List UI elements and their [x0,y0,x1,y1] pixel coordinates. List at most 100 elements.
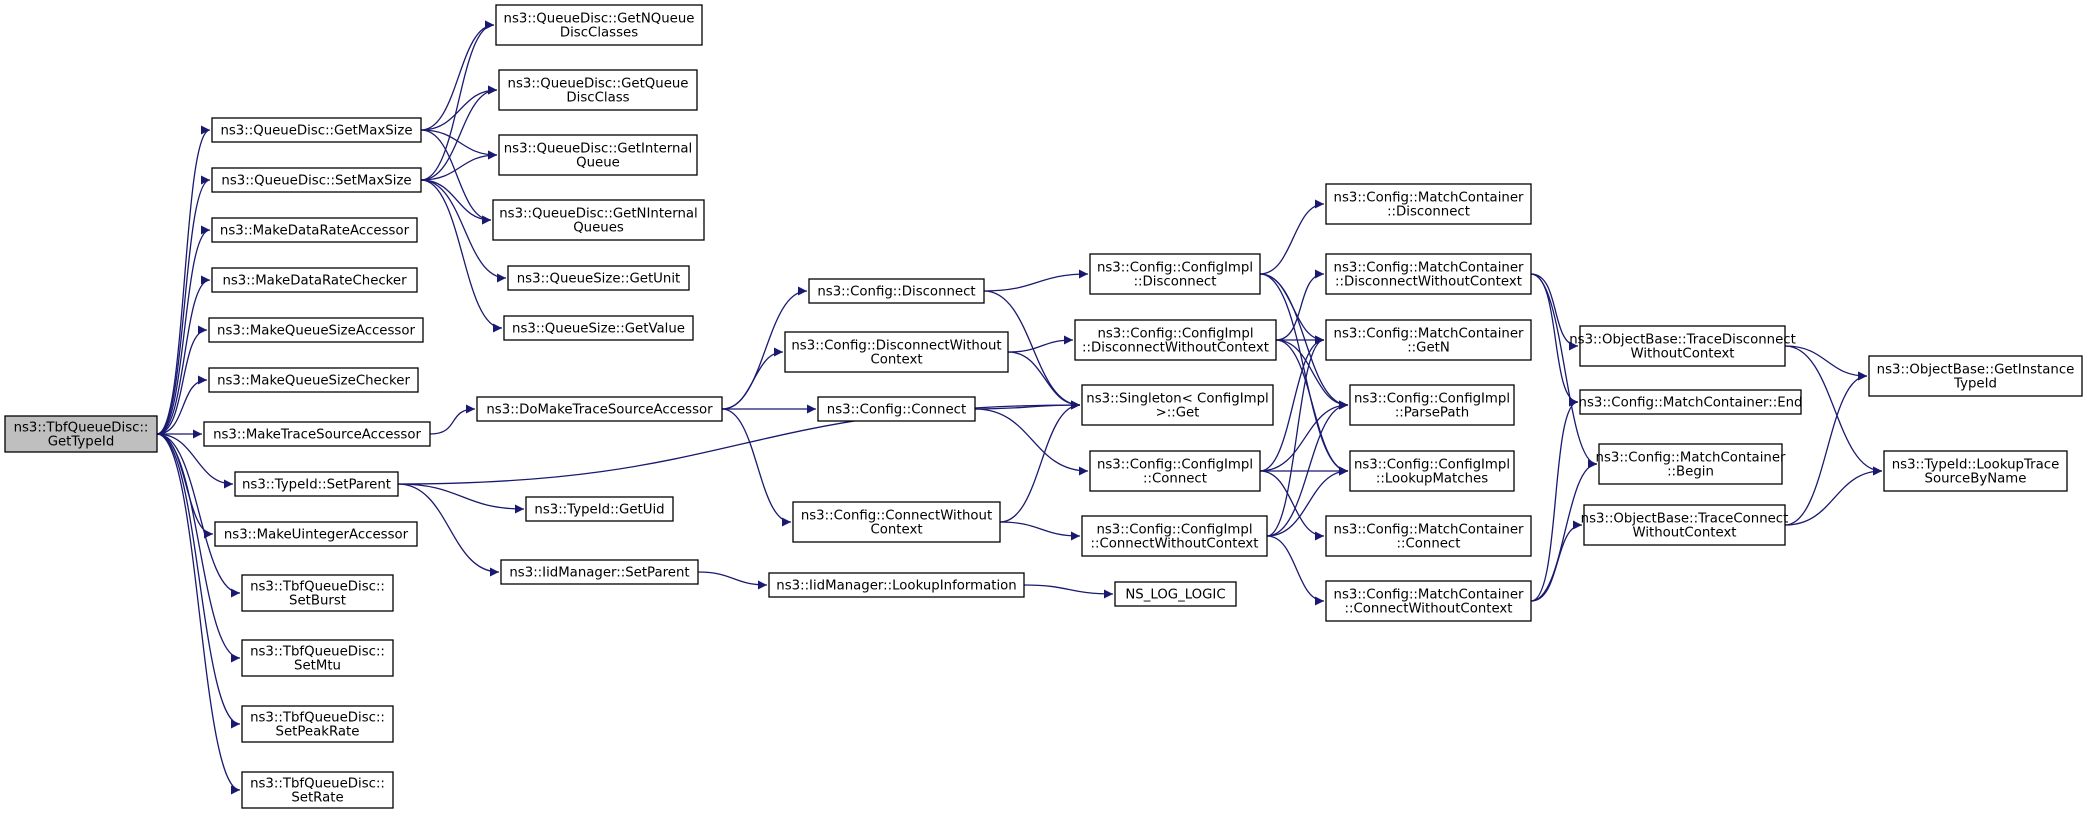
node-label: ns3::Config::ConnectWithout [801,509,992,524]
edge-cfg-disconnect-to-ci-disconnect [983,269,1089,292]
node-label: Queues [573,221,624,236]
edge-qd-getmaxsize-to-qd-getiq [420,129,498,160]
node-label: ::ConnectWithoutContext [1091,537,1259,552]
node-label: ns3::TbfQueueDisc:: [14,421,149,436]
node-tbf-setrate[interactable]: ns3::TbfQueueDisc::SetRate [241,771,394,809]
node-ob-trace-conn-woc[interactable]: ns3::ObjectBase::TraceConnectWithoutCont… [1581,504,1789,546]
edge-qd-setmaxsize-to-qs-getvalue [420,179,503,333]
edge-ci-disc-woc-to-ci-parsepath [1275,339,1349,410]
edge-mc-conn-woc-to-ob-trace-conn-woc [1530,520,1583,602]
node-label: >::Get [1156,406,1200,421]
edge-mc-conn-woc-to-mc-end [1530,397,1579,602]
edge-cfg-disc-woc-to-ci-disc-woc [1007,335,1074,353]
node-mc-end[interactable]: ns3::Config::MatchContainer::End [1579,389,1803,415]
node-cfg-conn-woc[interactable]: ns3::Config::ConnectWithoutContext [792,501,1001,543]
edge-cfg-disc-woc-to-singleton-get [1007,351,1081,410]
node-label: ns3::QueueDisc::GetMaxSize [220,124,412,139]
edge-do-make-trace-to-cfg-conn-woc [721,408,792,527]
node-iid-lookupinfo[interactable]: ns3::IidManager::LookupInformation [768,572,1025,598]
node-label: ns3::TypeId::LookupTrace [1892,458,2060,473]
node-ci-connect[interactable]: ns3::Config::ConfigImpl::Connect [1089,450,1261,492]
node-ci-lookupmatches[interactable]: ns3::Config::ConfigImpl::LookupMatches [1349,450,1515,492]
node-label: WithoutContext [1632,526,1736,541]
node-typeid-setparent[interactable]: ns3::TypeId::SetParent [234,471,399,497]
node-label: ns3::Config::ConfigImpl [1354,458,1510,473]
node-qs-getvalue[interactable]: ns3::QueueSize::GetValue [503,315,694,341]
node-tbf-setpeak[interactable]: ns3::TbfQueueDisc::SetPeakRate [241,705,394,743]
edge-ci-conn-woc-to-mc-getn [1266,335,1325,537]
node-make-qsize-acc[interactable]: ns3::MakeQueueSizeAccessor [208,317,424,343]
edge-root-to-tbf-setburst [156,433,241,598]
edge-iid-setparent-to-iid-lookupinfo [697,571,768,590]
edge-make-trace-acc-to-do-make-trace [429,404,476,435]
node-label: ns3::QueueDisc::GetInternal [504,142,693,157]
node-make-drate-chk[interactable]: ns3::MakeDataRateChecker [211,267,418,293]
node-label: WithoutContext [1630,347,1734,362]
node-make-uint-acc[interactable]: ns3::MakeUintegerAccessor [214,521,418,547]
node-ci-conn-woc[interactable]: ns3::Config::ConfigImpl::ConnectWithoutC… [1081,515,1268,557]
node-qs-getunit[interactable]: ns3::QueueSize::GetUnit [507,265,690,291]
node-label: ns3::Config::ConfigImpl [1096,523,1252,538]
node-label: SetRate [291,791,343,806]
node-label: ns3::TypeId::SetParent [242,478,391,493]
node-label: ns3::QueueDisc::GetQueue [508,77,689,92]
node-tbf-setmtu[interactable]: ns3::TbfQueueDisc::SetMtu [241,639,394,677]
node-cfg-disc-woc[interactable]: ns3::Config::DisconnectWithoutContext [784,331,1009,373]
node-iid-setparent[interactable]: ns3::IidManager::SetParent [500,559,699,585]
node-label: ::Connect [1397,537,1461,552]
node-mc-begin[interactable]: ns3::Config::MatchContainer::Begin [1596,443,1786,485]
node-label: ns3::QueueSize::GetValue [512,322,685,337]
node-mc-disconnect[interactable]: ns3::Config::MatchContainer::Disconnect [1325,183,1532,225]
node-label: ns3::TypeId::GetUid [534,503,664,518]
node-cfg-connect[interactable]: ns3::Config::Connect [817,396,976,422]
node-cfg-disconnect[interactable]: ns3::Config::Disconnect [808,278,985,304]
node-ci-disconnect[interactable]: ns3::Config::ConfigImpl::Disconnect [1089,253,1261,295]
node-ns-log-logic[interactable]: NS_LOG_LOGIC [1114,581,1237,607]
node-make-qsize-chk[interactable]: ns3::MakeQueueSizeChecker [208,367,419,393]
node-label: ns3::Config::ConfigImpl [1097,458,1253,473]
node-mc-disc-woc[interactable]: ns3::Config::MatchContainer::DisconnectW… [1325,253,1532,295]
node-do-make-trace[interactable]: ns3::DoMakeTraceSourceAccessor [476,396,723,422]
node-label: ns3::Config::ConfigImpl [1354,392,1510,407]
node-make-drate-acc[interactable]: ns3::MakeDataRateAccessor [211,217,418,243]
node-mc-connect[interactable]: ns3::Config::MatchContainer::Connect [1325,515,1532,557]
node-ci-disc-woc[interactable]: ns3::Config::ConfigImpl::DisconnectWitho… [1074,319,1277,361]
node-qd-getmaxsize[interactable]: ns3::QueueDisc::GetMaxSize [211,117,422,143]
node-tbf-setburst[interactable]: ns3::TbfQueueDisc::SetBurst [241,574,394,612]
node-ci-parsepath[interactable]: ns3::Config::ConfigImpl::ParsePath [1349,384,1515,426]
node-label: ns3::ObjectBase::TraceConnect [1581,512,1789,527]
node-typeid-getuid[interactable]: ns3::TypeId::GetUid [525,496,674,522]
node-label: SetPeakRate [276,725,360,740]
node-singleton-get[interactable]: ns3::Singleton< ConfigImpl >::Get [1081,384,1274,426]
node-label: ns3::Config::MatchContainer [1334,588,1524,603]
edge-cfg-conn-woc-to-ci-conn-woc [999,521,1081,541]
node-mc-conn-woc[interactable]: ns3::Config::MatchContainer::ConnectWith… [1325,580,1532,622]
edge-root-to-make-uint-acc [156,433,214,539]
edge-mc-disc-woc-to-ob-trace-disc-woc [1530,273,1579,351]
node-mc-getn[interactable]: ns3::Config::MatchContainer::GetN [1325,319,1532,361]
node-qd-setmaxsize[interactable]: ns3::QueueDisc::SetMaxSize [211,167,422,193]
edge-ci-conn-woc-to-ci-lookupmatches [1266,466,1349,537]
node-label: ::Begin [1667,465,1714,480]
node-root[interactable]: ns3::TbfQueueDisc::GetTypeId [4,415,158,453]
edge-do-make-trace-to-cfg-disc-woc [721,347,784,410]
node-label: ns3::Singleton< ConfigImpl [1086,392,1268,407]
node-label: SetMtu [294,659,341,674]
edge-ci-conn-woc-to-ci-parsepath [1266,400,1349,537]
node-label: ns3::TbfQueueDisc:: [250,580,385,595]
edge-qd-setmaxsize-to-qd-getiq [420,150,498,181]
edge-ci-conn-woc-to-mc-conn-woc [1266,535,1325,606]
node-label: DiscClass [566,91,629,106]
node-label: ::DisconnectWithoutContext [1335,275,1522,290]
node-ob-trace-disc-woc[interactable]: ns3::ObjectBase::TraceDisconnectWithoutC… [1569,325,1796,367]
node-make-trace-acc[interactable]: ns3::MakeTraceSourceAccessor [203,421,431,447]
node-label: ::ConnectWithoutContext [1345,602,1513,617]
edge-typeid-setparent-to-iid-setparent [397,483,500,577]
node-label: ns3::MakeTraceSourceAccessor [213,428,421,443]
